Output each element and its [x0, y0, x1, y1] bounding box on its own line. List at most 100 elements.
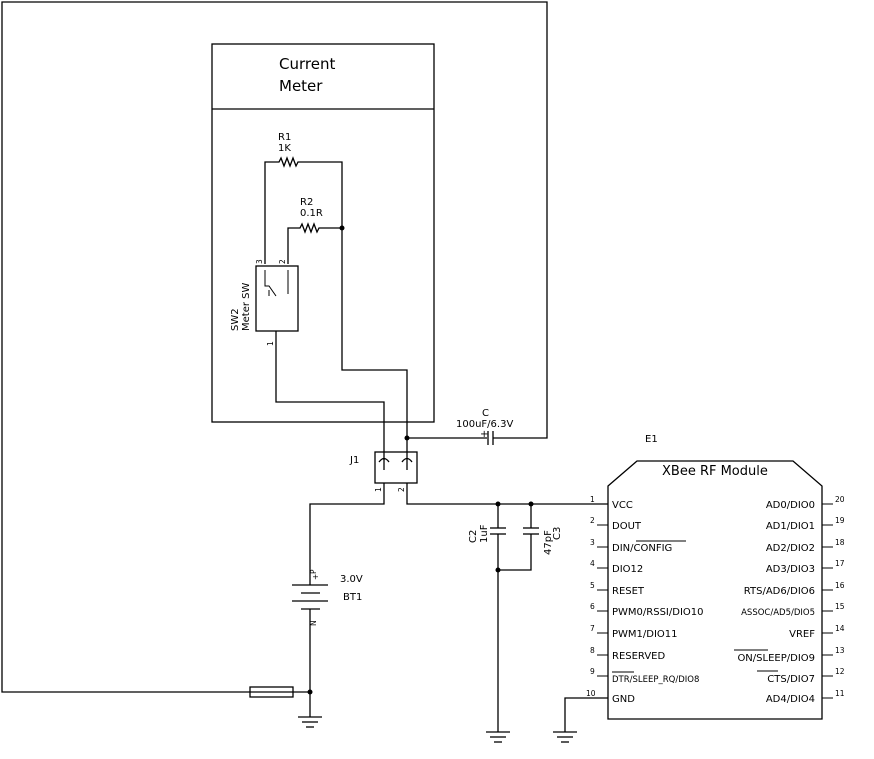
xbee-pin-num: 17: [835, 559, 845, 568]
battery-ref: BT1: [343, 592, 362, 603]
xbee-pin-num: 10: [586, 689, 596, 698]
xbee-pin-num: 2: [590, 516, 595, 525]
xbee-pin-name: AD1/DIO1: [766, 521, 815, 532]
xbee-pin-num: 15: [835, 602, 845, 611]
j1-pin2-num: 2: [397, 487, 406, 492]
c2-ref: C2: [468, 530, 479, 543]
capacitor-c2: C2 1uF: [468, 504, 506, 732]
xbee-pin-name: DIO12: [612, 564, 643, 575]
ground-symbol: [486, 731, 510, 743]
xbee-pin-name: GND: [612, 694, 635, 705]
battery-value: 3.0V: [340, 574, 363, 585]
xbee-pin-name: RESERVED: [612, 651, 665, 662]
xbee-pin-name: CTS/DIO7: [767, 674, 815, 685]
resistor-r1: R1 1K: [264, 132, 408, 438]
sw2-pin1-wire: [275, 331, 385, 460]
xbee-pin-name: DIN/CONFIG: [612, 543, 672, 554]
xbee-pin-num: 5: [590, 581, 595, 590]
junction-dot: [404, 435, 410, 441]
xbee-pin-num: 9: [590, 667, 595, 676]
c3-value: 47pF: [543, 530, 554, 555]
connector-j1: J1 1 2: [349, 438, 418, 492]
xbee-pin-num: 1: [590, 495, 595, 504]
sw2-pin1-num: 1: [266, 341, 275, 346]
capacitor-c3: 47pF C3: [498, 504, 563, 571]
ground-symbol: [298, 716, 322, 728]
r1-value: 1K: [278, 143, 291, 154]
sw2-pin2-num: 2: [278, 259, 287, 264]
xbee-pin-name: DTR/SLEEP_RQ/DIO8: [612, 675, 699, 685]
battery-plus: +: [311, 574, 320, 580]
meter-title-line2: Meter: [279, 77, 323, 95]
xbee-pin-num: 8: [590, 646, 595, 655]
xbee-pin-name: AD2/DIO2: [766, 543, 815, 554]
xbee-module: E1 XBee RF Module 1 2 3 4 5 6 7 8 9 10 V…: [586, 434, 845, 720]
xbee-pin-name: VCC: [612, 500, 633, 511]
junction-dot: [339, 225, 345, 231]
meter-title-line1: Current: [279, 55, 335, 73]
j1-pin1-num: 1: [374, 487, 383, 492]
outer-loop-wire: [1, 1, 548, 693]
xbee-pin-num: 13: [835, 646, 845, 655]
xbee-title: XBee RF Module: [662, 464, 768, 479]
xbee-pin-name: AD3/DIO3: [766, 564, 815, 575]
xbee-pin-num: 20: [835, 495, 845, 504]
xbee-pin-name: PWM1/DIO11: [612, 629, 678, 640]
r2-wire: [287, 222, 342, 264]
xbee-pin-name: ON/SLEEP/DIO9: [737, 653, 815, 664]
current-meter-box: Current Meter: [211, 43, 435, 423]
xbee-pin-num: 7: [590, 624, 595, 633]
xbee-pin-name: AD4/DIO4: [766, 694, 815, 705]
xbee-pin-name: VREF: [789, 629, 815, 640]
sw2-lever: [264, 270, 277, 297]
vcc-rail-wire: [406, 483, 608, 505]
c2-value: 1uF: [479, 524, 490, 543]
sw2-ref: SW2: [230, 308, 241, 331]
xbee-pin-num: 14: [835, 624, 845, 633]
junction-dot: [495, 567, 501, 573]
r2-ref: R2: [300, 197, 313, 208]
xbee-pin-num: 16: [835, 581, 845, 590]
sw2-body: [255, 265, 299, 332]
xbee-pin-name: RESET: [612, 586, 645, 597]
xbee-pin-num: 3: [590, 538, 595, 547]
meter-box-outline: [211, 43, 435, 423]
battery-bt1: 3.0V BT1 + P N: [292, 569, 363, 717]
junction-dot: [307, 689, 313, 695]
r1-ref: R1: [278, 132, 291, 143]
xbee-pin-name: RTS/AD6/DIO6: [744, 586, 815, 597]
xbee-body: [607, 460, 823, 720]
j1-ref: J1: [349, 455, 359, 466]
xbee-pin-name: PWM0/RSSI/DIO10: [612, 607, 703, 618]
battery-n: N: [309, 620, 318, 626]
xbee-pin-num: 18: [835, 538, 845, 547]
cap-c-ref: C: [482, 408, 489, 419]
xbee-pin-num: 19: [835, 516, 845, 525]
xbee-pin-name: DOUT: [612, 521, 642, 532]
switch-sw2: 3 2 1 SW2 Meter SW: [230, 259, 385, 460]
sw2-pin3-num: 3: [255, 259, 264, 264]
xbee-pin-name: ASSOC/AD5/DIO5: [741, 608, 815, 618]
capacitor-c: C 100uF/6.3V +: [404, 408, 513, 445]
xbee-pin-num: 11: [835, 689, 845, 698]
r1-wire: [264, 156, 408, 438]
xbee-pin-num: 6: [590, 602, 595, 611]
battery-p: P: [309, 569, 318, 574]
j1-to-battery-wire: [309, 483, 385, 570]
cap-c-plus: +: [480, 429, 488, 440]
r2-value: 0.1R: [300, 208, 323, 219]
j1-body: [374, 451, 418, 484]
xbee-gnd-wire: [564, 697, 608, 732]
cap-c-value: 100uF/6.3V: [456, 419, 513, 430]
xbee-left-pins: 1 2 3 4 5 6 7 8 9 10 VCC DOUT DIN/CONFIG…: [586, 495, 703, 705]
xbee-pin-num: 12: [835, 667, 845, 676]
e1-ref: E1: [645, 434, 658, 445]
ground-symbol: [553, 731, 577, 743]
resistor-r2: R2 0.1R: [287, 197, 345, 264]
xbee-right-pins: 20 19 18 17 16 15 14 13 12 11 AD0/DIO0 A…: [734, 495, 845, 705]
sw2-value: Meter SW: [241, 283, 252, 331]
xbee-pin-num: 4: [590, 559, 595, 568]
xbee-pin-name: AD0/DIO0: [766, 500, 815, 511]
c3-ref: C3: [552, 527, 563, 540]
